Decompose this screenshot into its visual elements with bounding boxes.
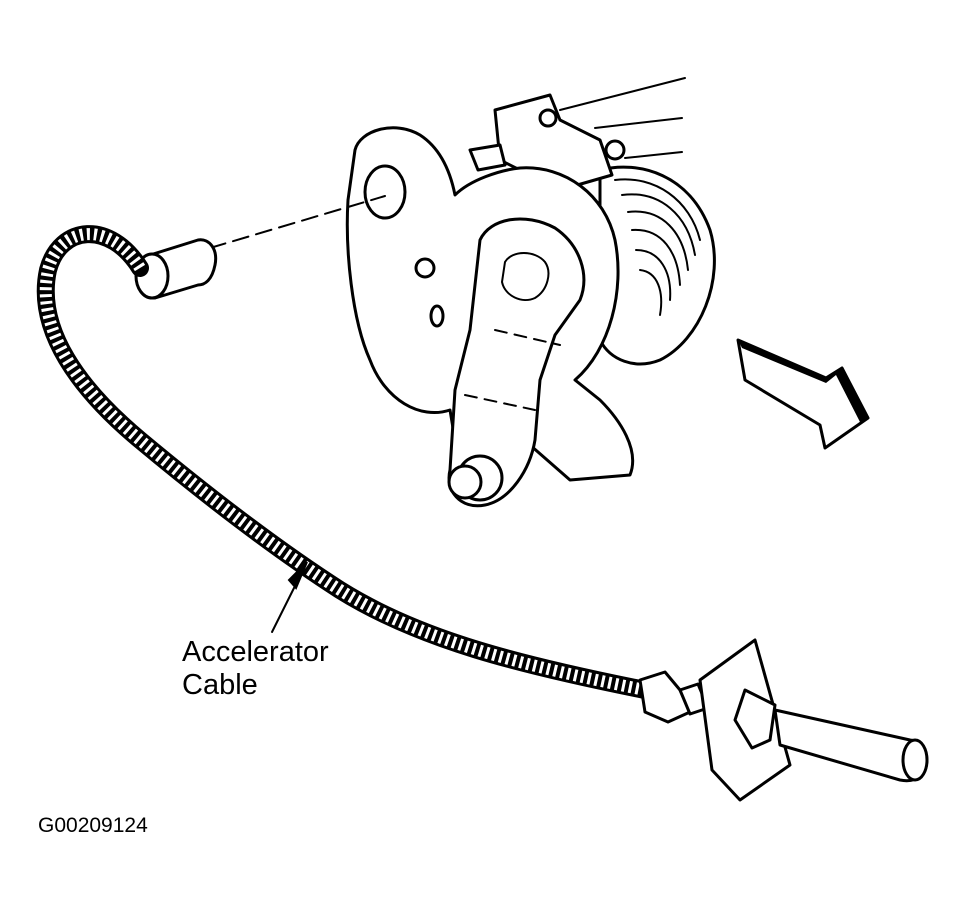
callout-line-2: Cable [182, 669, 258, 702]
throttle-arm [447, 217, 586, 508]
accelerator-cable [36, 225, 654, 699]
figure-id: G00209124 [38, 814, 148, 837]
callout-leader-arrow [271, 561, 308, 633]
accelerator-cable-label: Accelerator Cable [182, 636, 329, 703]
direction-arrow-icon [736, 338, 870, 450]
callout-line-1: Accelerator [182, 636, 329, 668]
cable-end-fitting [134, 195, 386, 300]
spring-coil-housing [598, 165, 716, 366]
cable-grommet-assembly [638, 638, 929, 802]
mounting-bracket [468, 77, 686, 192]
